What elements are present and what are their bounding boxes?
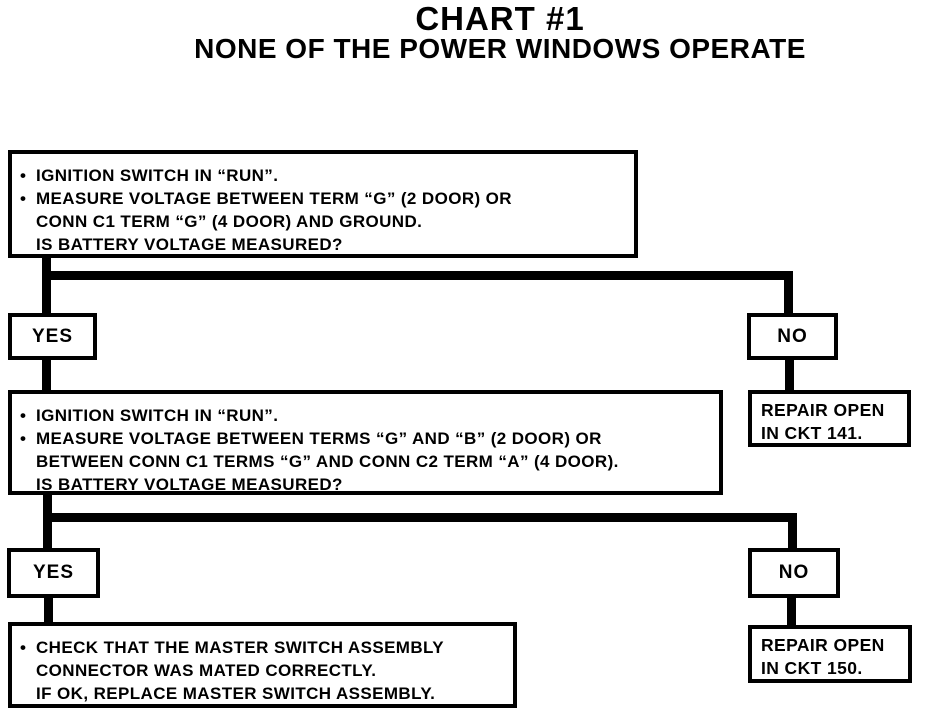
no1-box: NO: [747, 313, 838, 360]
no2-box: NO: [748, 548, 840, 598]
repair141-box: REPAIR OPEN IN CKT 141.: [748, 390, 911, 447]
step1-line-2: • MEASURE VOLTAGE BETWEEN TERM “G” (2 DOO…: [20, 187, 628, 210]
step2-text-1: IGNITION SWITCH IN “RUN”.: [36, 406, 279, 425]
connector-branch2-no-down: [788, 513, 797, 550]
step1-text-4: IS BATTERY VOLTAGE MEASURED?: [36, 235, 343, 254]
bullet-icon: [20, 210, 36, 233]
step1-box: • IGNITION SWITCH IN “RUN”. • MEASURE VOLT…: [8, 150, 638, 258]
step1-line-1: • IGNITION SWITCH IN “RUN”.: [20, 164, 628, 187]
yes1-label: YES: [31, 325, 74, 347]
repair150-line-1: REPAIR OPEN: [761, 635, 885, 655]
connector-yes2-step3: [44, 596, 53, 624]
no2-label: NO: [778, 562, 810, 583]
bullet-icon: [20, 450, 36, 473]
no1-label: NO: [777, 325, 808, 347]
step3-line-3: IF OK, REPLACE MASTER SWITCH ASSEMBLY.: [20, 682, 507, 705]
bullet-icon: [20, 659, 36, 682]
connector-yes1-step2: [42, 358, 51, 392]
yes2-box: YES: [7, 548, 100, 598]
step1-line-4: IS BATTERY VOLTAGE MEASURED?: [20, 233, 628, 256]
step2-line-4: IS BATTERY VOLTAGE MEASURED?: [20, 473, 713, 496]
repair150-box: REPAIR OPEN IN CKT 150.: [748, 625, 912, 683]
step3-text-3: IF OK, REPLACE MASTER SWITCH ASSEMBLY.: [36, 684, 436, 703]
step1-line-3: CONN C1 TERM “G” (4 DOOR) AND GROUND.: [20, 210, 628, 233]
connector-branch2-horizontal: [43, 513, 797, 522]
bullet-icon: •: [20, 166, 27, 185]
yes1-box: YES: [8, 313, 97, 360]
step3-line-1: • CHECK THAT THE MASTER SWITCH ASSEMBLY: [20, 636, 507, 659]
bullet-icon: [20, 682, 36, 705]
step1-text-1: IGNITION SWITCH IN “RUN”.: [36, 166, 279, 185]
step1-text-2: MEASURE VOLTAGE BETWEEN TERM “G” (2 DOOR…: [36, 189, 512, 208]
connector-step1-down: [42, 256, 51, 315]
step3-line-2: CONNECTOR WAS MATED CORRECTLY.: [20, 659, 507, 682]
step2-line-3: BETWEEN CONN C1 TERMS “G” AND CONN C2 TE…: [20, 450, 713, 473]
repair141-line-2: IN CKT 141.: [761, 423, 863, 443]
bullet-icon: •: [20, 429, 27, 448]
step1-text-3: CONN C1 TERM “G” (4 DOOR) AND GROUND.: [36, 212, 423, 231]
bullet-icon: [20, 473, 36, 496]
bullet-icon: •: [20, 406, 27, 425]
step3-text-1: CHECK THAT THE MASTER SWITCH ASSEMBLY: [36, 638, 445, 657]
step2-line-2: • MEASURE VOLTAGE BETWEEN TERMS “G” AND “…: [20, 427, 713, 450]
connector-no1-repair141: [785, 358, 794, 392]
yes2-label: YES: [32, 562, 75, 583]
repair150-line-2: IN CKT 150.: [761, 658, 863, 678]
step3-box: • CHECK THAT THE MASTER SWITCH ASSEMBLY C…: [8, 622, 517, 708]
bullet-icon: [20, 233, 36, 256]
chart-subtitle: NONE OF THE POWER WINDOWS OPERATE: [194, 33, 806, 64]
bullet-icon: •: [20, 189, 27, 208]
step2-text-3: BETWEEN CONN C1 TERMS “G” AND CONN C2 TE…: [36, 452, 619, 471]
connector-branch1-horizontal: [42, 271, 793, 280]
step2-line-1: • IGNITION SWITCH IN “RUN”.: [20, 404, 713, 427]
step2-box: • IGNITION SWITCH IN “RUN”. • MEASURE VOLT…: [8, 390, 723, 495]
connector-branch1-no-down: [784, 271, 793, 315]
repair141-line-1: REPAIR OPEN: [761, 400, 885, 420]
step3-text-2: CONNECTOR WAS MATED CORRECTLY.: [36, 661, 377, 680]
chart-title: CHART #1: [415, 0, 585, 37]
step2-text-2: MEASURE VOLTAGE BETWEEN TERMS “G” AND “B…: [36, 429, 602, 448]
step2-text-4: IS BATTERY VOLTAGE MEASURED?: [36, 475, 343, 494]
bullet-icon: •: [20, 638, 27, 657]
connector-no2-repair150: [787, 596, 796, 627]
